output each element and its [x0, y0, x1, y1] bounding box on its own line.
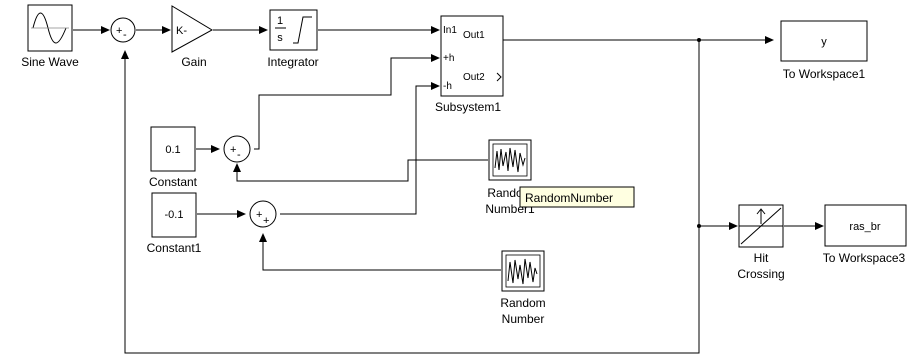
- wire-sum2-to-plus-h[interactable]: [254, 57, 432, 150]
- random-number-block[interactable]: [501, 250, 545, 292]
- to-workspace3-var: ras_br: [849, 221, 881, 233]
- arrowhead: [162, 26, 171, 34]
- arrowhead: [121, 50, 129, 59]
- subsystem-port-plus-h: +h: [443, 53, 454, 64]
- random-number1-block[interactable]: [488, 139, 532, 181]
- wire-random1-to-sum2[interactable]: [236, 159, 488, 182]
- integrator-numerator: 1: [277, 15, 283, 27]
- constant-value: 0.1: [165, 144, 180, 156]
- sum2-block[interactable]: + -: [223, 135, 251, 163]
- signal-lines: [73, 26, 824, 354]
- saturation-icon: [293, 16, 312, 44]
- subsystem-port-out1: Out1: [463, 30, 485, 41]
- sum3-sign-plus-a: +: [256, 209, 262, 221]
- sum3-block[interactable]: + +: [249, 200, 277, 228]
- tooltip-text: RandomNumber: [525, 191, 613, 205]
- subsystem-port-out2: Out2: [463, 72, 485, 83]
- sum2-sign-minus: -: [237, 149, 241, 161]
- subsystem1-block[interactable]: In1 +h -h Out1 Out2: [440, 15, 504, 97]
- arrowhead: [765, 36, 774, 44]
- arrowhead: [431, 82, 440, 90]
- to-workspace1-var: y: [821, 36, 827, 48]
- block-tooltip: RandomNumber: [519, 186, 635, 208]
- arrowhead: [233, 163, 241, 172]
- to-workspace1-block[interactable]: y: [780, 20, 868, 62]
- integrator-denominator: s: [277, 32, 283, 44]
- branch-dot: [697, 38, 701, 42]
- unconnected-port-icon: [496, 72, 502, 82]
- arrowhead: [259, 26, 268, 34]
- arrowhead: [211, 145, 220, 153]
- wire-sum3-to-minus-h[interactable]: [280, 85, 432, 215]
- to-workspace1-label: To Workspace1: [783, 67, 866, 81]
- arrowhead: [101, 26, 110, 34]
- random-signal-icon: [507, 258, 538, 285]
- sine-wave-label: Sine Wave: [21, 55, 79, 69]
- sum2-sign-plus: +: [230, 144, 236, 156]
- arrowhead: [815, 222, 824, 230]
- random-number-label-line1: Random: [500, 296, 545, 310]
- wire-random-to-sum3[interactable]: [262, 241, 501, 271]
- sum1-sign-plus: +: [116, 25, 122, 37]
- constant-block[interactable]: 0.1: [150, 126, 196, 172]
- constant1-block[interactable]: -0.1: [151, 192, 197, 238]
- subsystem-port-in1: In1: [443, 25, 457, 36]
- to-workspace3-label: To Workspace3: [823, 251, 906, 265]
- random-number-label-line2: Number: [502, 312, 545, 326]
- sum1-sign-minus: -: [123, 29, 127, 41]
- arrowhead: [431, 26, 440, 34]
- to-workspace3-block[interactable]: ras_br: [824, 204, 907, 247]
- sum3-sign-plus-b: +: [263, 215, 269, 227]
- wire-branch-vertical[interactable]: [124, 40, 700, 354]
- hit-crossing-label-line2: Crossing: [737, 267, 784, 281]
- constant1-label: Constant1: [147, 241, 202, 255]
- gain-label: Gain: [181, 55, 206, 69]
- integrator-block[interactable]: 1 s: [269, 9, 318, 51]
- sine-wave-block[interactable]: [27, 4, 73, 52]
- constant1-value: -0.1: [165, 209, 184, 221]
- arrowhead: [431, 54, 440, 62]
- sum1-block[interactable]: + -: [110, 17, 136, 43]
- subsystem1-label: Subsystem1: [435, 100, 501, 114]
- hit-crossing-label-line1: Hit: [754, 251, 769, 265]
- gain-block[interactable]: K-: [171, 5, 214, 53]
- random-signal-icon: [494, 147, 526, 173]
- integrator-label: Integrator: [267, 55, 318, 69]
- arrowhead: [259, 233, 267, 242]
- arrowhead: [237, 210, 246, 218]
- hit-crossing-block[interactable]: [738, 204, 784, 248]
- constant-label: Constant: [149, 175, 198, 189]
- gain-value: K-: [176, 25, 187, 37]
- subsystem-port-minus-h: -h: [443, 81, 452, 92]
- hit-crossing-arrow-icon: [756, 208, 766, 224]
- arrowhead: [729, 222, 738, 230]
